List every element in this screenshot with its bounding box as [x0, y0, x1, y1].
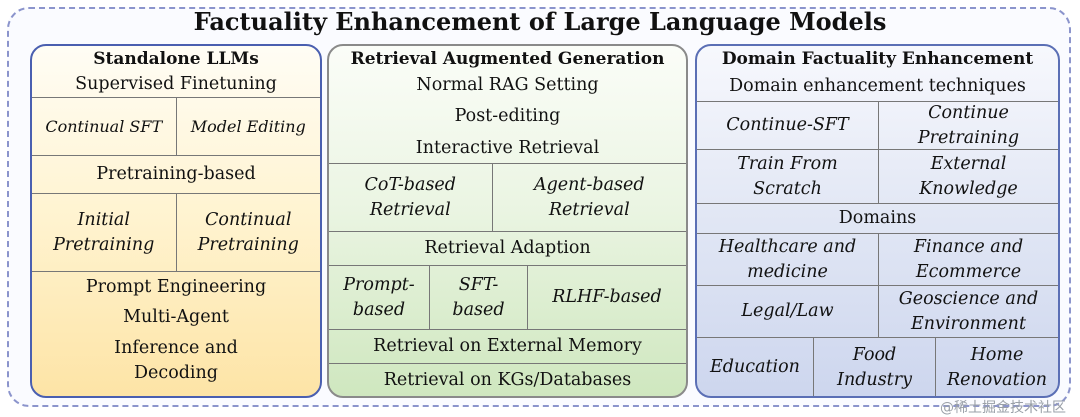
finance-line1: Finance and	[913, 236, 1024, 257]
continual-sft: Continual SFT	[45, 117, 163, 136]
initial-pretraining: Initial Pretraining	[32, 194, 176, 271]
continue-pretraining-line2: Pretraining	[917, 127, 1020, 148]
continue-pretraining: Continue Pretraining	[878, 102, 1058, 149]
domain-enhancement-techniques: Domain enhancement techniques	[729, 75, 1026, 96]
retrieval-adaption: Retrieval Adaption	[424, 238, 591, 258]
inference-and-decoding: Inference and Decoding	[32, 331, 320, 391]
standalone-header: Standalone LLMs	[93, 49, 259, 69]
healthcare-line1: Healthcare and	[718, 236, 857, 257]
retrieval-kgs-databases: Retrieval on KGs/Databases	[383, 370, 632, 390]
prompt-based: Prompt- based	[329, 266, 429, 329]
domain-panel: Domain Factuality Enhancement Domain enh…	[695, 44, 1060, 398]
sft-based-line2: based	[452, 299, 505, 320]
cot-line1: CoT-based	[364, 174, 456, 195]
train-from-scratch-line2: Scratch	[753, 178, 822, 199]
education: Education	[710, 357, 800, 377]
home-renovation: Home Renovation	[935, 338, 1058, 396]
geoscience-line1: Geoscience and	[898, 288, 1039, 309]
continual-pretraining-line2: Pretraining	[197, 234, 299, 255]
train-from-scratch: Train From Scratch	[697, 150, 878, 203]
watermark: @稀土掘金技术社区	[940, 400, 1066, 416]
external-knowledge: External Knowledge	[878, 150, 1058, 203]
continue-pretraining-line1: Continue	[928, 102, 1009, 123]
cot-line2: Retrieval	[369, 199, 451, 220]
initial-pretraining-line2: Pretraining	[53, 234, 155, 255]
legal-law: Legal/Law	[741, 301, 834, 321]
sft-based: SFT- based	[429, 266, 527, 329]
domains-label: Domains	[838, 208, 917, 228]
sft-based-line1: SFT-	[458, 274, 499, 295]
model-editing: Model Editing	[175, 98, 321, 155]
continue-sft: Continue-SFT	[726, 115, 849, 135]
continual-pretraining-line1: Continual	[205, 209, 292, 230]
geoscience-line2: Environment	[911, 313, 1026, 334]
home-line2: Renovation	[946, 369, 1048, 390]
finance-line2: Ecommerce	[915, 261, 1022, 282]
inference-line1: Inference and	[114, 338, 238, 358]
home-line1: Home	[970, 344, 1024, 365]
train-from-scratch-line1: Train From	[737, 153, 838, 174]
cot-based-retrieval: CoT-based Retrieval	[329, 164, 492, 231]
post-editing: Post-editing	[454, 105, 561, 126]
normal-rag-setting: Normal RAG Setting	[416, 74, 599, 95]
inference-line2: Decoding	[134, 363, 218, 383]
pretraining-based: Pretraining-based	[96, 164, 256, 184]
initial-pretraining-line1: Initial	[77, 209, 130, 230]
healthcare-medicine: Healthcare and medicine	[697, 234, 878, 285]
continual-pretraining: Continual Pretraining	[175, 194, 321, 271]
interactive-retrieval: Interactive Retrieval	[415, 137, 600, 158]
external-knowledge-line2: Knowledge	[919, 178, 1018, 199]
healthcare-line2: medicine	[747, 261, 828, 282]
external-knowledge-line1: External	[930, 153, 1007, 174]
prompt-engineering: Prompt Engineering	[85, 277, 267, 297]
retrieval-external-memory: Retrieval on External Memory	[373, 336, 642, 356]
supervised-finetuning: Supervised Finetuning	[75, 74, 277, 94]
domain-header: Domain Factuality Enhancement	[721, 49, 1034, 69]
standalone-llms-panel: Standalone LLMs Supervised Finetuning Co…	[30, 44, 322, 398]
geoscience-environment: Geoscience and Environment	[878, 286, 1058, 337]
diagram-title: Factuality Enhancement of Large Language…	[193, 7, 887, 36]
food-line1: Food	[852, 344, 897, 365]
food-line2: Industry	[837, 369, 912, 390]
agent-line2: Retrieval	[548, 199, 630, 220]
prompt-based-line2: based	[352, 299, 406, 320]
rlhf-based: RLHF-based	[527, 266, 686, 329]
multi-agent: Multi-Agent	[123, 306, 229, 327]
prompt-based-line1: Prompt-	[343, 274, 415, 295]
food-industry: Food Industry	[813, 338, 935, 396]
rag-panel: Retrieval Augmented Generation Normal RA…	[327, 44, 688, 398]
finance-ecommerce: Finance and Ecommerce	[878, 234, 1058, 285]
agent-based-retrieval: Agent-based Retrieval	[491, 164, 686, 231]
agent-line1: Agent-based	[533, 174, 645, 195]
rag-header: Retrieval Augmented Generation	[350, 49, 665, 69]
